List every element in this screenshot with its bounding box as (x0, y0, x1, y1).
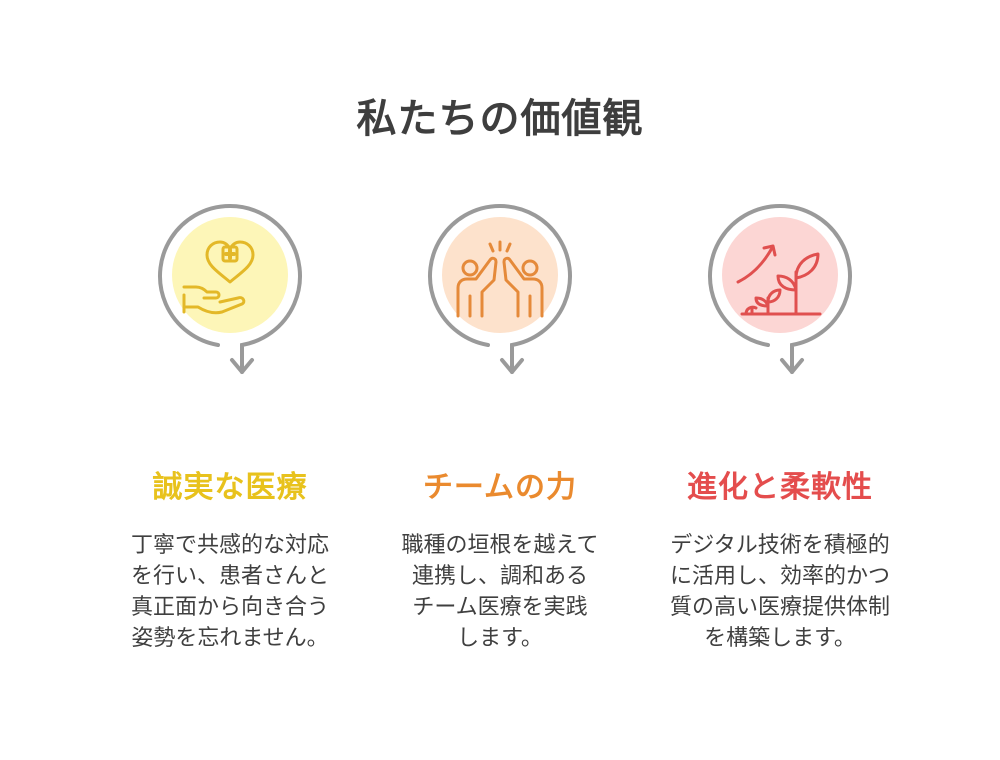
description-line: 真正面から向き合う (130, 595, 329, 620)
arrow-down-icon (230, 358, 254, 374)
high-five-icon (456, 240, 544, 318)
value-ring-graphic (708, 204, 852, 374)
value-description: 丁寧で共感的な対応 を行い、患者さんと 真正面から向き合う 姿勢を忘れません。 (100, 530, 360, 654)
description-line: 質の高い医療提供体制 (669, 595, 890, 620)
value-ring-graphic (428, 204, 572, 374)
arrow-down-icon (500, 358, 524, 374)
page-title: 私たちの価値観 (356, 96, 644, 142)
arrow-down-icon (780, 358, 804, 374)
growth-plant-icon (736, 244, 822, 316)
description-line: 連携し、調和ある (411, 564, 588, 589)
value-card-evolution: 進化と柔軟性 デジタル技術を積極的 に活用し、効率的かつ 質の高い医療提供体制 … (650, 0, 910, 760)
value-description: デジタル技術を積極的 に活用し、効率的かつ 質の高い医療提供体制 を構築します。 (650, 530, 910, 654)
value-card-teamwork: チームの力 職種の垣根を越えて 連携し、調和ある チーム医療を実践 します。 (370, 0, 630, 760)
value-heading: 進化と柔軟性 (687, 470, 873, 505)
value-heading: チームの力 (422, 470, 578, 505)
value-ring-graphic (158, 204, 302, 374)
description-line: を行い、患者さんと (130, 564, 329, 589)
heart-care-hand-icon (182, 240, 255, 315)
description-line: します。 (457, 626, 543, 651)
description-line: 姿勢を忘れません。 (131, 626, 329, 651)
description-line: 丁寧で共感的な対応 (130, 533, 329, 558)
description-line: を構築します。 (704, 626, 856, 651)
value-description: 職種の垣根を越えて 連携し、調和ある チーム医療を実践 します。 (370, 530, 630, 654)
description-line: 職種の垣根を越えて (401, 533, 599, 558)
value-heading: 誠実な医療 (152, 470, 308, 505)
description-line: チーム医療を実践 (412, 595, 588, 620)
description-line: に活用し、効率的かつ (669, 564, 890, 589)
value-card-integrity: 誠実な医療 丁寧で共感的な対応 を行い、患者さんと 真正面から向き合う 姿勢を忘… (100, 0, 360, 760)
description-line: デジタル技術を積極的 (670, 533, 890, 558)
